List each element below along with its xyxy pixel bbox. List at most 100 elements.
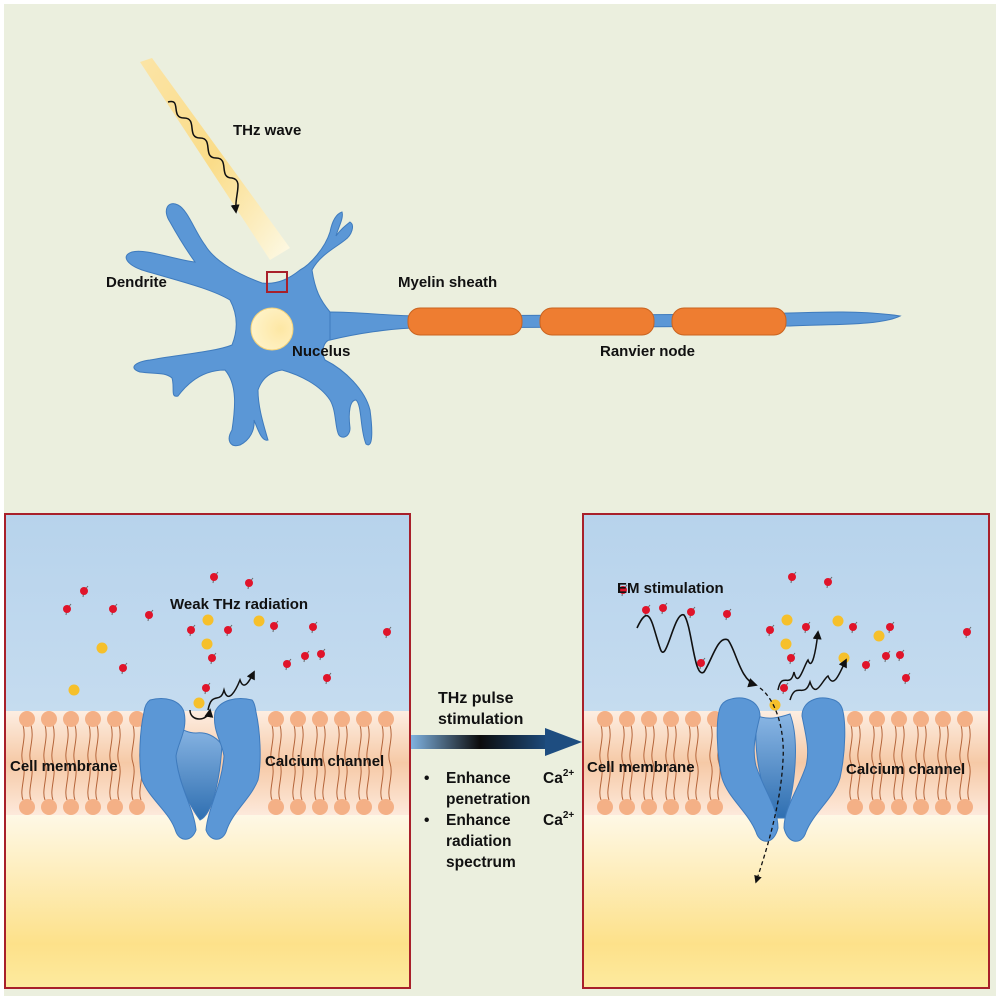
emission-wave-icon <box>207 670 255 711</box>
myelin-sheath-label: Myelin sheath <box>398 274 498 291</box>
lipid <box>685 711 701 815</box>
water-molecule <box>963 626 972 639</box>
water-molecule <box>780 682 789 695</box>
dendrite-label: Dendrite <box>106 274 167 291</box>
water-molecule <box>902 672 911 685</box>
cell-membrane-label-right: Cell membrane <box>587 759 695 776</box>
left-panel-frame <box>4 513 411 989</box>
ion-symbol: Ca <box>543 812 563 829</box>
ranvier-node-label: Ranvier node <box>600 343 696 360</box>
water-molecule <box>283 658 292 671</box>
em-stimulation-label: EM stimulation <box>617 580 724 597</box>
right-panel-frame <box>582 513 990 989</box>
thz-wave-label: THz wave <box>233 122 302 139</box>
calcium-ion <box>68 684 80 696</box>
water-molecule <box>824 576 833 589</box>
calcium-channel-label-left: Calcium channel <box>265 753 385 770</box>
effect-text: Enhance <box>446 812 511 829</box>
stimulation-arrow <box>411 728 582 756</box>
nucleus-label: Nucelus <box>292 343 351 360</box>
water-molecule <box>187 624 196 637</box>
bullet-icon: • <box>424 770 430 787</box>
water-molecule <box>119 662 128 675</box>
effect-item: • Enhance Ca2+ radiation spectrum <box>420 810 590 873</box>
water-molecule <box>862 659 871 672</box>
lipid <box>935 711 951 815</box>
effect-text: spectrum <box>446 854 516 871</box>
ion-symbol: Ca <box>543 770 563 787</box>
calcium-ion <box>838 652 850 664</box>
water-molecule <box>210 571 219 584</box>
lipid <box>891 711 907 815</box>
lipid <box>85 711 101 815</box>
lipid <box>913 711 929 815</box>
neuron <box>125 58 902 447</box>
ion-particles <box>619 571 972 711</box>
lipid <box>334 711 350 815</box>
left-panel <box>4 513 411 989</box>
calcium-ion <box>202 614 214 626</box>
lipid <box>19 711 35 815</box>
calcium-ion <box>193 697 205 709</box>
myelin-segment <box>671 307 787 336</box>
water-molecule <box>882 650 891 663</box>
lipid <box>597 711 613 815</box>
calcium-ion <box>253 615 265 627</box>
effect-text: Enhance <box>446 770 511 787</box>
water-molecule <box>208 652 217 665</box>
em-wave-icon <box>636 614 758 688</box>
water-molecule <box>145 609 154 622</box>
lipid <box>641 711 657 815</box>
water-molecule <box>642 604 651 617</box>
water-molecule <box>886 621 895 634</box>
ion-charge: 2+ <box>562 810 575 821</box>
cell-body <box>125 203 373 447</box>
water-molecule <box>619 584 628 597</box>
lipid <box>41 711 57 815</box>
calcium-ion <box>769 699 781 711</box>
calcium-ion <box>96 642 108 654</box>
calcium-channel-label-right: Calcium channel <box>846 761 966 778</box>
water-molecule <box>802 621 811 634</box>
lipid-bilayer <box>597 711 973 815</box>
ion-label: Ca2+ <box>543 810 574 831</box>
water-molecule <box>323 672 332 685</box>
lipid <box>957 711 973 815</box>
emission-wave-icon <box>789 658 847 701</box>
water-molecule <box>202 682 211 695</box>
myelin-segment <box>539 307 655 336</box>
emission-wave-icon <box>777 630 822 691</box>
lipid <box>619 711 635 815</box>
cell-membrane-label-left: Cell membrane <box>10 758 118 775</box>
water-molecule <box>687 606 696 619</box>
water-molecule <box>63 603 72 616</box>
water-molecule <box>245 577 254 590</box>
water-molecule <box>109 603 118 616</box>
lipid <box>847 711 863 815</box>
ion-charge: 2+ <box>562 768 575 779</box>
lipid <box>356 711 372 815</box>
water-molecule <box>659 602 668 615</box>
water-molecule <box>301 650 310 663</box>
nucleus <box>250 307 294 351</box>
right-panel <box>582 513 990 989</box>
water-molecule <box>270 620 279 633</box>
calcium-ion <box>832 615 844 627</box>
water-molecule <box>766 624 775 637</box>
arrow-label-line2: stimulation <box>438 711 524 728</box>
lipid <box>107 711 123 815</box>
water-molecule <box>849 621 858 634</box>
thz-beam <box>140 58 290 260</box>
water-molecule <box>788 571 797 584</box>
lipid <box>290 711 306 815</box>
water-molecule <box>697 657 706 670</box>
lipid <box>312 711 328 815</box>
highlight-box <box>266 271 288 293</box>
lipid <box>378 711 394 815</box>
water-molecule <box>80 585 89 598</box>
effects-list: • Enhance Ca2+ penetration • Enhance Ca2… <box>420 768 590 873</box>
effect-item: • Enhance Ca2+ penetration <box>420 768 590 810</box>
water-molecule <box>317 648 326 661</box>
water-molecule <box>896 649 905 662</box>
calcium-channel <box>716 697 846 842</box>
